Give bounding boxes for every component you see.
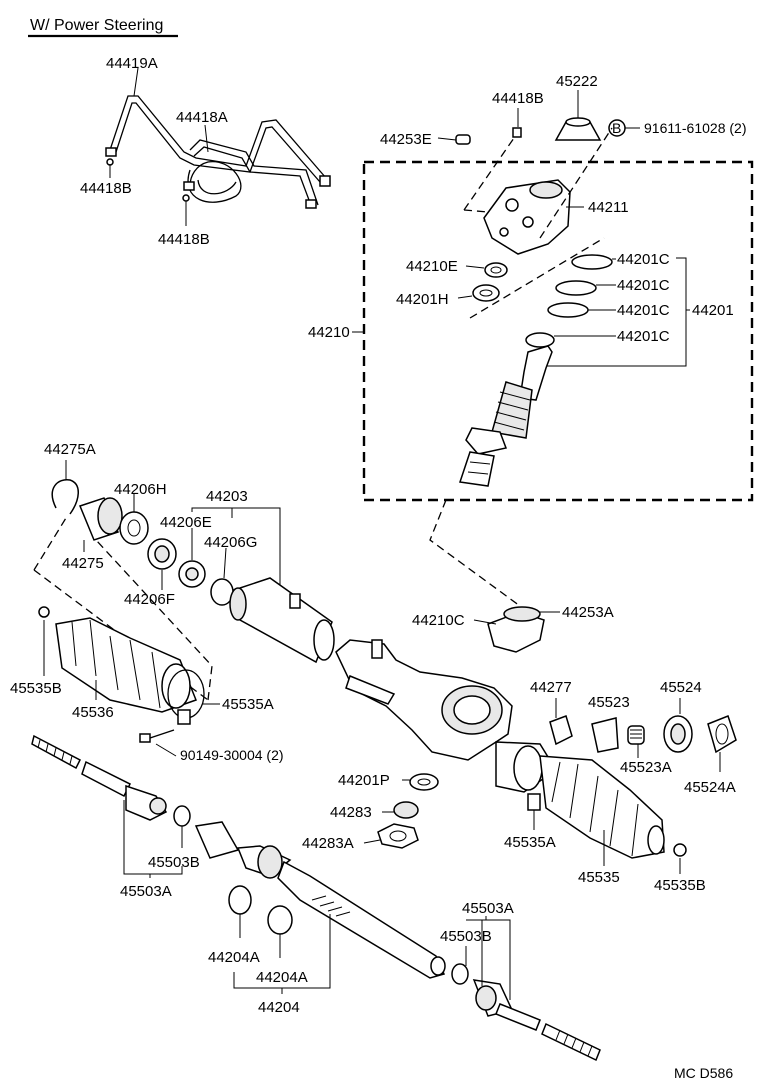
label-90149-30004: 90149-30004 (2)	[180, 747, 284, 763]
adjusting-screw	[393, 801, 419, 819]
boot-clamp	[527, 793, 541, 811]
label-45524A: 45524A	[684, 779, 736, 796]
label-44418B: 44418B	[158, 231, 210, 248]
label-44418A: 44418A	[176, 109, 228, 126]
label-45536: 45536	[72, 704, 114, 721]
teflon-ring	[525, 332, 555, 348]
tie-rod-end	[31, 734, 168, 821]
oil-seal	[484, 262, 508, 278]
label-45503A: 45503A	[120, 883, 172, 900]
rack-bushing	[267, 905, 293, 935]
marker-b: B	[612, 120, 621, 136]
label-44201C: 44201C	[617, 328, 670, 345]
label-44253A: 44253A	[562, 604, 614, 621]
label-44419A: 44419A	[106, 55, 158, 72]
boot-clip	[38, 606, 50, 618]
steering-rack	[194, 821, 446, 979]
oil-seal	[503, 606, 541, 622]
label-44275: 44275	[62, 555, 104, 572]
diagram-title: W/ Power Steering	[30, 17, 163, 34]
label-45535A: 45535A	[222, 696, 274, 713]
label-44418B: 44418B	[492, 90, 544, 107]
label-45523A: 45523A	[620, 759, 672, 776]
assembly-box	[362, 160, 754, 502]
lock-nut	[707, 715, 737, 754]
rack-guide	[591, 717, 619, 753]
boot-clip	[673, 843, 687, 857]
label-45535B: 45535B	[10, 680, 62, 697]
label-45535: 45535	[578, 869, 620, 886]
teflon-ring	[571, 254, 613, 270]
oil-seal	[409, 773, 439, 791]
label-44275A: 44275A	[44, 441, 96, 458]
label-44206E: 44206E	[160, 514, 212, 531]
label-44283: 44283	[330, 804, 372, 821]
label-44204A: 44204A	[208, 949, 260, 966]
union-seat	[512, 127, 522, 138]
label-45222: 45222	[556, 73, 598, 90]
label-44204A: 44204A	[256, 969, 308, 986]
label-44204: 44204	[258, 999, 300, 1016]
rack-guide-spring	[627, 725, 645, 745]
label-45523: 45523	[588, 694, 630, 711]
label-44206G: 44206G	[204, 534, 257, 551]
tie-rod-end	[472, 979, 601, 1062]
control-valve-shaft	[459, 345, 553, 487]
bolt	[139, 729, 175, 743]
label-44210: 44210	[308, 324, 350, 341]
cylinder-end-stopper	[79, 497, 123, 541]
label-44210E: 44210E	[406, 258, 458, 275]
pressure-tubes	[105, 95, 331, 209]
label-45503B: 45503B	[148, 854, 200, 871]
label-45503B: 45503B	[440, 928, 492, 945]
label-44211: 44211	[588, 199, 629, 216]
label-44201P: 44201P	[338, 772, 390, 789]
oil-seal	[119, 511, 149, 545]
lock-nut	[451, 963, 469, 985]
rack-boot	[539, 755, 665, 859]
label-44201C: 44201C	[617, 251, 670, 268]
teflon-ring	[547, 302, 589, 318]
label-44253E: 44253E	[380, 131, 432, 148]
label-45503A: 45503A	[462, 900, 514, 917]
label-45535B: 45535B	[654, 877, 706, 894]
label-44201C: 44201C	[617, 277, 670, 294]
label-44206H: 44206H	[114, 481, 167, 498]
label-44277: 44277	[530, 679, 572, 696]
plug	[455, 134, 471, 145]
label-44206F: 44206F	[124, 591, 175, 608]
snap-ring	[51, 479, 79, 515]
valve-housing	[483, 179, 571, 255]
rack-cylinder	[229, 577, 335, 664]
diagram-code: MC D586	[674, 1065, 733, 1081]
label-44201C: 44201C	[617, 302, 670, 319]
label-91611-61028: 91611-61028 (2)	[644, 120, 746, 136]
label-44283A: 44283A	[302, 835, 354, 852]
lock-nut	[377, 823, 419, 849]
bearing	[472, 284, 500, 302]
rack-guide-seat	[549, 715, 573, 746]
teflon-ring	[555, 280, 597, 296]
label-44203: 44203	[206, 488, 248, 505]
rack-boot	[55, 617, 197, 713]
rack-bushing	[228, 885, 252, 915]
label-44201: 44201	[692, 302, 734, 319]
label-45535A: 45535A	[504, 834, 556, 851]
label-44210C: 44210C	[412, 612, 465, 629]
label-44201H: 44201H	[396, 291, 449, 308]
steering-gear-housing	[335, 639, 558, 793]
label-45524: 45524	[660, 679, 702, 696]
label-44418B: 44418B	[80, 180, 132, 197]
lock-nut	[173, 805, 191, 827]
